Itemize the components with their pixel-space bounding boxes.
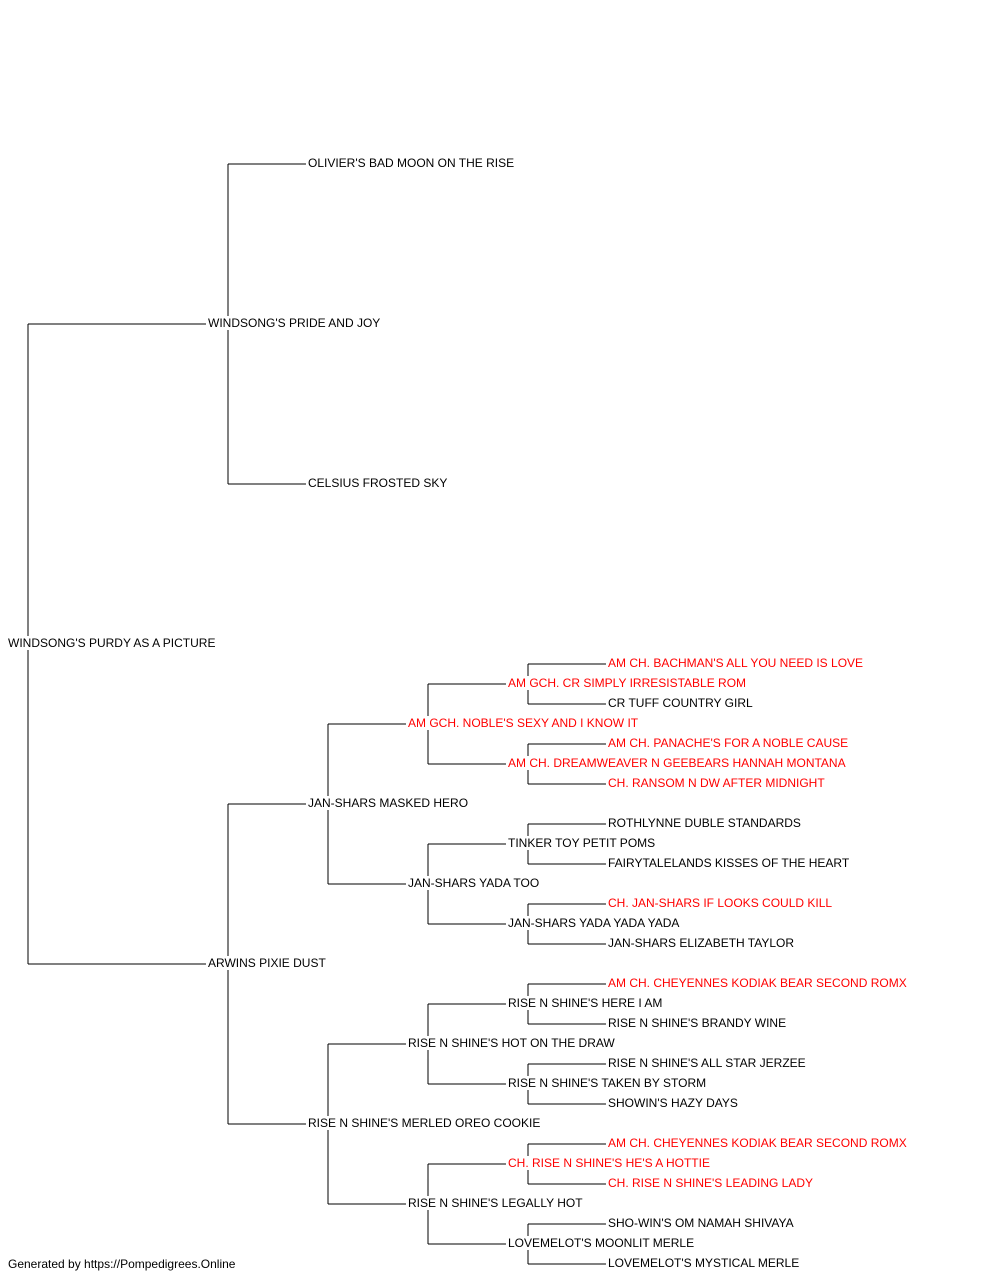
- sire-name: RISE N SHINE'S HOT ON THE DRAW: [408, 1036, 616, 1050]
- dam-name: CELSIUS FROSTED SKY: [308, 476, 449, 490]
- dam-name: AM CH. DREAMWEAVER N GEEBEARS HANNAH MON…: [508, 756, 847, 770]
- sire-name: JAN-SHARS MASKED HERO: [308, 796, 470, 810]
- sire-name: ROTHLYNNE DUBLE STANDARDS: [608, 816, 802, 830]
- dam-name: JAN-SHARS YADA TOO: [408, 876, 541, 890]
- dam-name: CR TUFF COUNTRY GIRL: [608, 696, 754, 710]
- sire-name: RISE N SHINE'S HERE I AM: [508, 996, 664, 1010]
- sire-name: CH. JAN-SHARS IF LOOKS COULD KILL: [608, 896, 834, 910]
- dam-name: LOVEMELOT'S MYSTICAL MERLE: [608, 1256, 801, 1270]
- sire-name: AM CH. CHEYENNES KODIAK BEAR SECOND ROMX: [608, 976, 908, 990]
- subject-name: WINDSONG'S PURDY AS A PICTURE: [8, 636, 217, 650]
- sire-name: AM GCH. CR SIMPLY IRRESISTABLE ROM: [508, 676, 748, 690]
- dam-name: JAN-SHARS YADA YADA YADA: [508, 916, 681, 930]
- sire-name: RISE N SHINE'S ALL STAR JERZEE: [608, 1056, 807, 1070]
- generated-by-footer: Generated by https://Pompedigrees.Online: [8, 1257, 236, 1271]
- sire-name: AM CH. BACHMAN'S ALL YOU NEED IS LOVE: [608, 656, 865, 670]
- sire-name: AM GCH. NOBLE'S SEXY AND I KNOW IT: [408, 716, 640, 730]
- sire-name: SHO-WIN'S OM NAMAH SHIVAYA: [608, 1216, 795, 1230]
- dam-name: FAIRYTALELANDS KISSES OF THE HEART: [608, 856, 851, 870]
- sire-name: AM CH. PANACHE'S FOR A NOBLE CAUSE: [608, 736, 850, 750]
- dam-name: LOVEMELOT'S MOONLIT MERLE: [508, 1236, 696, 1250]
- dam-name: RISE N SHINE'S BRANDY WINE: [608, 1016, 788, 1030]
- dam-name: RISE N SHINE'S MERLED OREO COOKIE: [308, 1116, 542, 1130]
- sire-name: WINDSONG'S PRIDE AND JOY: [208, 316, 382, 330]
- sire-name: OLIVIER'S BAD MOON ON THE RISE: [308, 156, 516, 170]
- dam-name: RISE N SHINE'S LEGALLY HOT: [408, 1196, 584, 1210]
- dam-name: JAN-SHARS ELIZABETH TAYLOR: [608, 936, 796, 950]
- sire-name: CH. RISE N SHINE'S HE'S A HOTTIE: [508, 1156, 711, 1170]
- dam-name: CH. RISE N SHINE'S LEADING LADY: [608, 1176, 815, 1190]
- dam-name: RISE N SHINE'S TAKEN BY STORM: [508, 1076, 708, 1090]
- sire-name: TINKER TOY PETIT POMS: [508, 836, 657, 850]
- sire-name: AM CH. CHEYENNES KODIAK BEAR SECOND ROMX: [608, 1136, 908, 1150]
- dam-name: ARWINS PIXIE DUST: [208, 956, 327, 970]
- dam-name: SHOWIN'S HAZY DAYS: [608, 1096, 739, 1110]
- dam-name: CH. RANSOM N DW AFTER MIDNIGHT: [608, 776, 826, 790]
